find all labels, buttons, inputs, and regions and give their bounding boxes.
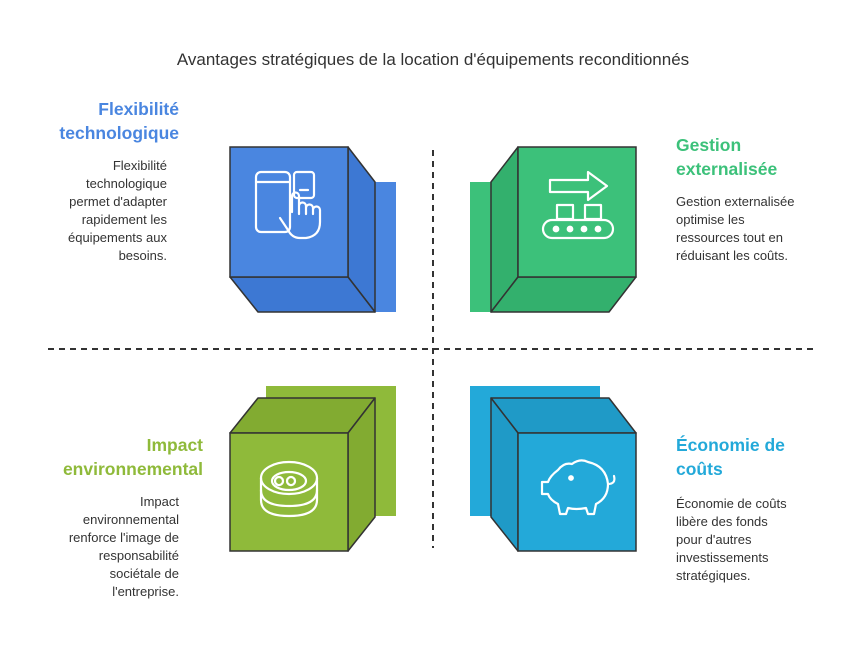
tablet-phone-hand-icon [254,170,322,240]
desc-line: Impact [139,494,179,509]
desc-line: Gestion externalisée [676,194,795,209]
desc-line: optimise les [676,212,745,227]
desc-line: responsabilité [98,548,179,563]
heading-technological-flexibility: Flexibilité technologique [40,97,179,145]
heading-line: Économie de [676,435,785,455]
box-technological-flexibility [229,146,396,313]
box-outsourced-management [470,146,637,313]
heading-line: Gestion [676,135,742,155]
desc-line: investissements [676,550,769,565]
heading-environmental-impact: Impact environnemental [40,433,203,481]
desc-line: sociétale de [109,566,179,581]
desc-line: permet d'adapter [69,194,167,209]
desc-line: équipements aux [67,230,167,245]
box-cost-savings [470,386,637,552]
desc-line: l'entreprise. [112,584,179,599]
heading-line: Flexibilité [98,99,179,119]
desc-line: environnemental [82,512,179,527]
heading-line: Impact [146,435,203,455]
piggy-bank-icon [540,459,616,516]
heading-line: coûts [676,459,723,479]
desc-line: besoins. [118,248,167,263]
desc-line: renforce l'image de [68,530,179,545]
desc-line: Flexibilité [112,158,167,173]
desc-line: rapidement les [81,212,167,227]
desc-line: ressources tout en [676,230,783,245]
desc-line: pour d'autres [676,532,752,547]
conveyor-belt-icon [541,170,615,240]
desc-line: réduisant les coûts. [676,248,789,263]
heading-cost-savings: Économie de coûts [676,433,846,481]
desc-environmental-impact: Impact environnemental renforce l'image … [40,493,179,601]
diagram-title: Avantages stratégiques de la location d'… [176,50,690,69]
heading-outsourced-management: Gestion externalisée [676,133,846,181]
box-environmental-impact [229,386,396,552]
heading-line: technologique [59,123,179,143]
heading-line: environnemental [62,459,203,479]
desc-technological-flexibility: Flexibilité technologique permet d'adapt… [40,157,167,265]
desc-line: stratégiques. [676,568,751,583]
desc-line: technologique [86,176,167,191]
desc-line: Économie de coûts [676,496,787,511]
recycle-coin-icon [259,460,319,518]
desc-line: libère des fonds [676,514,768,529]
heading-line: externalisée [676,159,778,179]
desc-cost-savings: Économie de coûts libère des fonds pour … [676,495,846,585]
desc-outsourced-management: Gestion externalisée optimise les ressou… [676,193,846,265]
